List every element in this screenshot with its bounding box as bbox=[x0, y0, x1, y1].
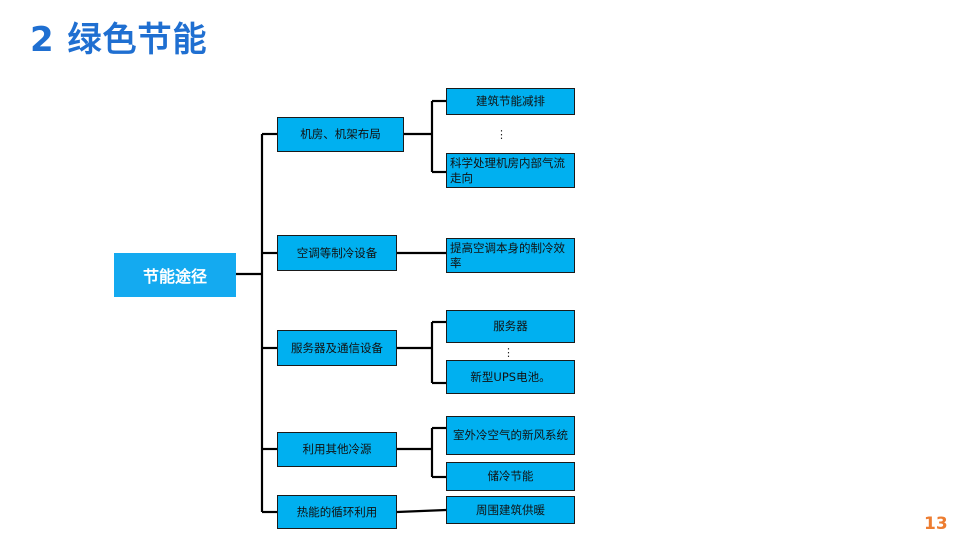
page-number: 13 bbox=[924, 514, 948, 534]
branch-node-cooling-equipment: 空调等制冷设备 bbox=[277, 235, 397, 271]
leaf-node: 周围建筑供暖 bbox=[446, 496, 575, 524]
leaf-node: 提高空调本身的制冷效率 bbox=[446, 238, 575, 273]
leaf-node: 服务器 bbox=[446, 310, 575, 343]
leaf-node: 建筑节能减排 bbox=[446, 88, 575, 115]
ellipsis-mark: ⋮ bbox=[503, 346, 514, 359]
root-node: 节能途径 bbox=[114, 253, 236, 297]
branch-node-layout: 机房、机架布局 bbox=[277, 117, 404, 152]
branch-node-other-cold-sources: 利用其他冷源 bbox=[277, 432, 397, 467]
branch-node-heat-recycling: 热能的循环利用 bbox=[277, 495, 397, 529]
leaf-node: 室外冷空气的新风系统 bbox=[446, 416, 575, 455]
leaf-node: 科学处理机房内部气流走向 bbox=[446, 153, 575, 188]
leaf-node: 新型UPS电池。 bbox=[446, 360, 575, 394]
branch-node-servers-communication: 服务器及通信设备 bbox=[277, 330, 397, 366]
leaf-node: 储冷节能 bbox=[446, 462, 575, 491]
connector bbox=[396, 508, 447, 514]
slide-title: 2 绿色节能 bbox=[30, 20, 208, 60]
ellipsis-mark: ⋮ bbox=[496, 128, 507, 141]
